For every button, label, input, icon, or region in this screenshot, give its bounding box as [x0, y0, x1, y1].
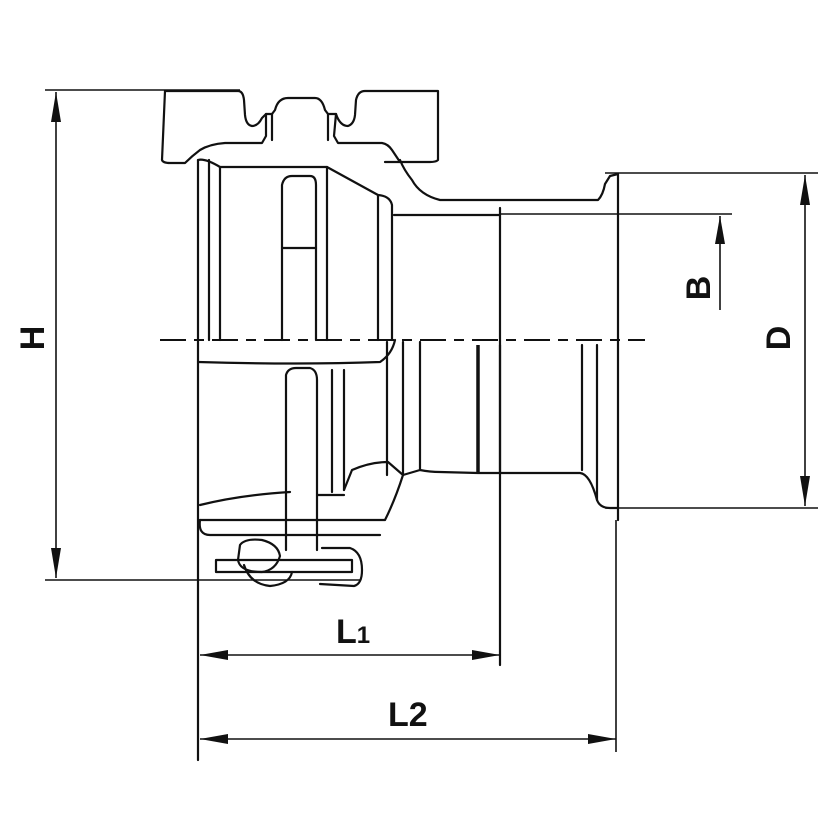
dimension-l1-label: L1: [336, 613, 370, 651]
dimension-l1: [200, 650, 500, 660]
dimension-l2: [200, 520, 617, 752]
valve-body: [196, 158, 620, 762]
dimension-d: [605, 172, 818, 509]
dimension-h-label: H: [14, 326, 52, 351]
valve-handle: [160, 89, 440, 165]
dimension-b-label: B: [680, 276, 718, 301]
dimension-b: [500, 213, 732, 310]
dimension-h: [45, 89, 360, 581]
dimension-d-label: D: [760, 326, 798, 351]
dimension-l2-label: L2: [388, 696, 428, 734]
